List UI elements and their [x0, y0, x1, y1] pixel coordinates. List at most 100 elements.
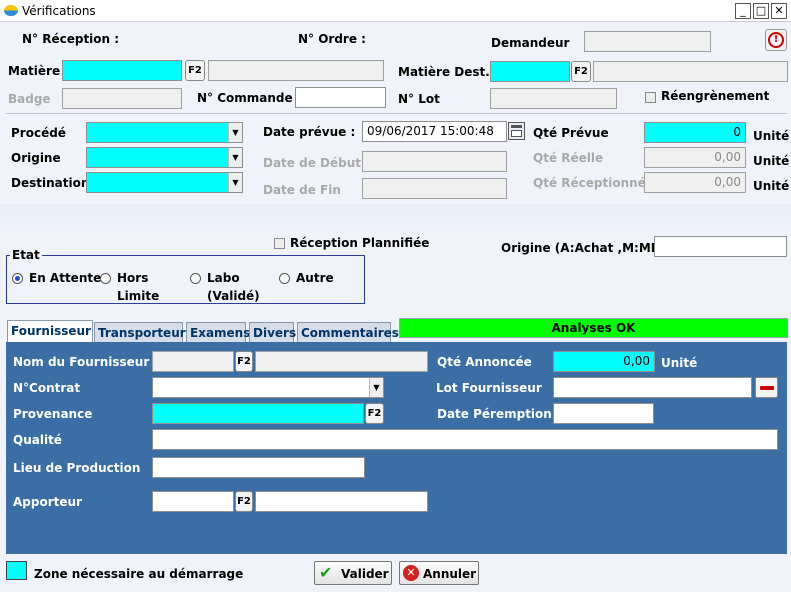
apporteur-f2-button[interactable]: F2 [235, 491, 253, 512]
procede-label: Procédé [11, 126, 66, 140]
matiere-code-field[interactable] [62, 60, 182, 81]
lot-fournisseur-label: Lot Fournisseur [436, 381, 542, 395]
matiere-dest-label: Matière Dest. [398, 65, 490, 79]
lot-field[interactable] [490, 88, 617, 109]
contrat-label: N°Contrat [13, 381, 81, 395]
qte-annoncee-unit: Unité [661, 356, 698, 370]
close-button[interactable]: ✕ [771, 3, 787, 19]
reengrenement-label: Réengrènement [661, 89, 770, 103]
reengrenement-checkbox[interactable] [645, 92, 656, 103]
tab-fournisseur[interactable]: Fournisseur [7, 320, 93, 344]
destination-label: Destination [11, 176, 90, 190]
calendar-icon[interactable] [508, 122, 525, 140]
window-title: Vérifications [22, 4, 96, 18]
tab-divers[interactable]: Divers [249, 322, 296, 344]
apporteur-desc-field[interactable] [255, 491, 428, 512]
qte-annoncee-label: Qté Annoncée [437, 355, 532, 369]
etat-labo-label-2[interactable]: (Validé) [207, 289, 260, 303]
qte-reelle-label: Qté Réelle [533, 151, 604, 165]
required-legend-label: Zone nécessaire au démarrage [34, 567, 244, 581]
demandeur-label: Demandeur [491, 36, 570, 50]
qte-annoncee-field[interactable]: 0,00 [553, 351, 655, 372]
tab-transporteur[interactable]: Transporteur [94, 322, 186, 344]
annuler-button[interactable]: ✕ Annuler [399, 561, 479, 585]
commande-field[interactable] [295, 87, 386, 108]
qte-reelle-field[interactable]: 0,00 [644, 147, 746, 168]
destination-select[interactable]: ▼ [86, 172, 243, 193]
tab-examens[interactable]: Examens [186, 322, 250, 344]
origine-achat-field[interactable] [654, 236, 787, 257]
etat-hors-limite-label[interactable]: Hors [117, 271, 149, 285]
qualite-label: Qualité [13, 433, 62, 447]
matiere-dest-code-field[interactable] [490, 61, 570, 82]
date-prevue-label: Date prévue : [263, 125, 356, 139]
date-debut-label: Date de Début [263, 156, 361, 170]
etat-title: Etat [10, 248, 42, 262]
procede-select[interactable]: ▼ [86, 122, 243, 143]
status-banner: Analyses OK [399, 318, 788, 338]
reception-planifiee-checkbox[interactable] [274, 238, 285, 249]
qte-reelle-unit: Unité [753, 154, 790, 168]
commande-label: N° Commande [197, 91, 293, 105]
info-button[interactable]: ! [765, 29, 787, 51]
matiere-dest-desc-field[interactable] [593, 61, 788, 82]
qte-receptionnee-unit: Unité [753, 179, 790, 193]
schedule-band [0, 204, 791, 232]
cancel-icon: ✕ [403, 565, 419, 581]
title-bar: Vérifications _ □ ✕ [0, 0, 791, 22]
maximize-button[interactable]: □ [753, 3, 769, 19]
contrat-select[interactable]: ▼ [152, 377, 384, 398]
etat-autre-label[interactable]: Autre [296, 271, 334, 285]
minus-icon [760, 386, 774, 390]
tab-commentaires[interactable]: Commentaires [297, 322, 399, 344]
remove-lot-button[interactable] [755, 377, 778, 398]
etat-labo-radio[interactable] [190, 273, 201, 284]
provenance-field[interactable] [152, 403, 364, 424]
etat-hors-limite-radio[interactable] [100, 273, 111, 284]
nom-fournisseur-label: Nom du Fournisseur [13, 355, 150, 369]
qualite-field[interactable] [152, 429, 778, 450]
matiere-dest-f2-button[interactable]: F2 [571, 61, 591, 82]
date-fin-field[interactable] [362, 178, 507, 199]
origine-label: Origine [11, 151, 61, 165]
nom-fournisseur-desc-field[interactable] [255, 351, 428, 372]
nom-fournisseur-code-field[interactable] [152, 351, 234, 372]
chevron-down-icon: ▼ [228, 173, 242, 192]
qte-receptionnee-field[interactable]: 0,00 [644, 172, 746, 193]
badge-field[interactable] [62, 88, 182, 109]
valider-button[interactable]: ✔ Valider [314, 561, 392, 585]
required-legend-swatch [6, 561, 27, 580]
etat-hors-limite-label-2[interactable]: Limite [117, 289, 160, 303]
etat-en-attente-label[interactable]: En Attente [29, 271, 102, 285]
matiere-f2-button[interactable]: F2 [185, 60, 205, 81]
demandeur-field[interactable] [584, 31, 711, 52]
date-peremption-field[interactable] [553, 403, 654, 424]
lieu-production-field[interactable] [152, 457, 365, 478]
badge-label: Badge [8, 92, 51, 106]
valider-label: Valider [341, 567, 389, 581]
etat-en-attente-radio[interactable] [12, 273, 23, 284]
etat-autre-radio[interactable] [279, 273, 290, 284]
provenance-f2-button[interactable]: F2 [365, 403, 384, 424]
date-debut-field[interactable] [362, 151, 507, 172]
apporteur-code-field[interactable] [152, 491, 234, 512]
origine-achat-label: Origine (A:Achat ,M:MP) [501, 241, 666, 255]
etat-labo-label[interactable]: Labo [207, 271, 240, 285]
lot-fournisseur-field[interactable] [553, 377, 752, 398]
origine-select[interactable]: ▼ [86, 147, 243, 168]
etat-group [6, 255, 365, 304]
minimize-button[interactable]: _ [735, 3, 751, 19]
app-icon [4, 5, 18, 16]
qte-prevue-field[interactable]: 0 [644, 122, 746, 143]
matiere-desc-field[interactable] [208, 60, 384, 81]
ordre-label: N° Ordre : [298, 32, 366, 46]
annuler-label: Annuler [423, 567, 477, 581]
provenance-label: Provenance [13, 407, 93, 421]
lieu-production-label: Lieu de Production [13, 461, 141, 475]
chevron-down-icon: ▼ [369, 378, 383, 397]
nom-fournisseur-f2-button[interactable]: F2 [235, 351, 253, 372]
lot-label: N° Lot [398, 92, 440, 106]
qte-prevue-unit: Unité [753, 129, 790, 143]
warning-icon: ! [768, 32, 784, 48]
date-prevue-field[interactable]: 09/06/2017 15:00:48 [362, 121, 507, 142]
